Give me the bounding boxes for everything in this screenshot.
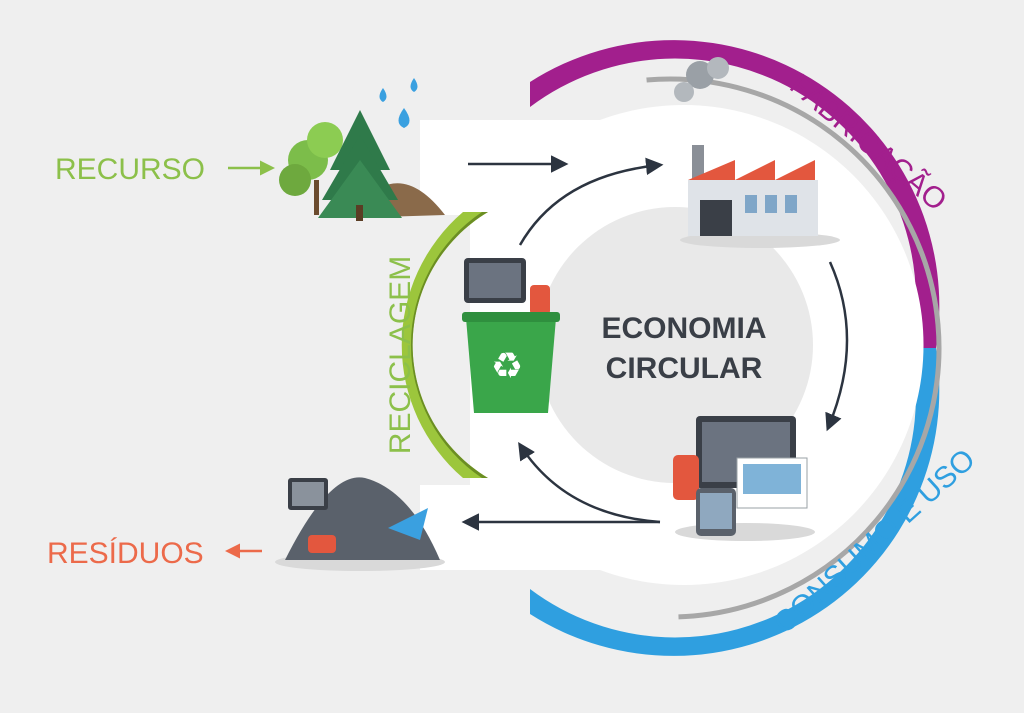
- center-circle: [537, 207, 813, 483]
- recycling-arc: [401, 212, 488, 478]
- waste-label: RESÍDUOS: [47, 537, 204, 570]
- waste-pile-icon: [275, 477, 445, 571]
- center-title-line2: CIRCULAR: [606, 352, 763, 385]
- arrow-consumption-to-recycle: [518, 442, 661, 524]
- tree-icon: [279, 110, 445, 221]
- arrow-recycle-to-factory: [518, 157, 664, 246]
- smoke-icon: [674, 57, 729, 102]
- consumption-arc: [530, 348, 940, 656]
- center-title-line1: ECONOMIA: [602, 312, 767, 345]
- arrow-factory-to-consumption: [825, 261, 849, 432]
- water-drop-icon: [379, 78, 418, 128]
- devices-icon: [673, 416, 815, 541]
- manufacturing-arc: [530, 40, 940, 349]
- outer-ring-gray: [398, 76, 942, 620]
- resource-label: RECURSO: [55, 153, 205, 186]
- factory-icon: [680, 145, 840, 248]
- recycle-bin-icon: ♻: [462, 258, 560, 413]
- svg-text:♻: ♻: [491, 345, 523, 386]
- recycling-label: RECICLAGEM: [384, 256, 417, 454]
